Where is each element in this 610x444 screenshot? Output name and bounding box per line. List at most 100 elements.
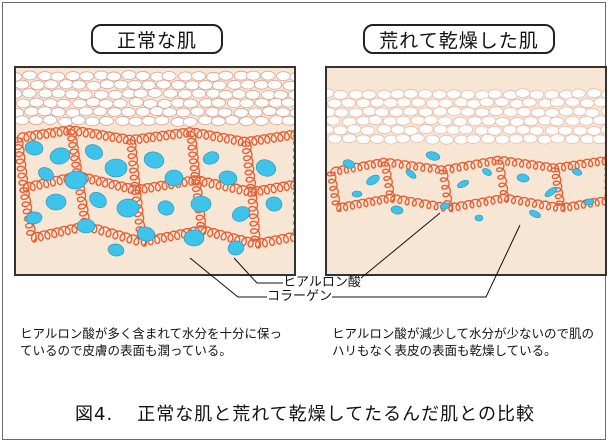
epidermis-cell bbox=[529, 125, 544, 136]
epidermis-cell bbox=[42, 98, 58, 109]
collagen-fiber bbox=[134, 175, 201, 195]
epidermis-cell bbox=[374, 107, 390, 118]
epidermis-cell bbox=[295, 81, 296, 90]
epidermis-cell bbox=[487, 125, 502, 136]
hyaluronic-acid-blob bbox=[136, 226, 156, 242]
epidermis-cell bbox=[346, 124, 362, 135]
epidermis-cell bbox=[280, 97, 294, 108]
hyaluronic-acid-blob bbox=[89, 191, 107, 209]
epidermis-cell bbox=[276, 71, 291, 82]
epidermis-cell bbox=[327, 88, 335, 99]
epidermis-cell bbox=[135, 106, 151, 117]
epidermis-cell bbox=[239, 116, 254, 127]
collagen-network bbox=[16, 125, 294, 249]
epidermis-cell bbox=[341, 133, 357, 144]
epidermis-cell bbox=[37, 71, 53, 81]
epidermis-cell bbox=[474, 125, 490, 136]
epidermis-cell bbox=[474, 107, 490, 118]
epidermis-cell bbox=[50, 71, 66, 82]
epidermis-cell bbox=[42, 115, 58, 125]
epidermis-cell bbox=[281, 115, 294, 126]
epidermis-cell bbox=[267, 79, 283, 90]
epidermis-cell bbox=[579, 98, 595, 109]
epidermis-cell bbox=[154, 115, 170, 126]
epidermis-cell bbox=[92, 106, 108, 117]
epidermis-cell bbox=[245, 89, 261, 100]
epidermis-cell bbox=[268, 97, 284, 108]
epidermis-cell bbox=[593, 97, 605, 108]
collagen-fiber bbox=[604, 159, 605, 197]
epidermis-cell bbox=[572, 125, 588, 136]
epidermis-cell bbox=[601, 90, 605, 99]
hyaluronic-acid-blob bbox=[183, 229, 205, 247]
hyaluronic-acid-blob bbox=[474, 214, 484, 222]
epidermis-cell bbox=[522, 133, 538, 144]
epidermis-cell bbox=[289, 108, 294, 118]
collagen-fiber bbox=[250, 179, 294, 197]
epidermis-cell bbox=[327, 133, 343, 144]
collagen-fiber bbox=[19, 186, 37, 243]
epidermis-cell bbox=[409, 133, 425, 143]
epidermis-cell bbox=[383, 97, 399, 108]
epidermis-cell bbox=[141, 80, 157, 90]
collagen-fiber bbox=[292, 133, 294, 181]
epidermis-cell bbox=[327, 115, 341, 126]
epidermis-cell bbox=[503, 107, 518, 117]
hyaluronic-acid-blob bbox=[405, 169, 417, 179]
epidermis-cell bbox=[516, 106, 532, 117]
epidermis-cell bbox=[515, 124, 531, 135]
epidermis-cell bbox=[362, 106, 377, 117]
epidermis-cell bbox=[211, 97, 226, 108]
epidermis-cell bbox=[558, 106, 574, 117]
collagen-fiber bbox=[327, 171, 342, 213]
epidermis-cell bbox=[453, 97, 469, 108]
epidermis-cell bbox=[190, 106, 205, 117]
epidermis-cell bbox=[423, 115, 439, 125]
hyaluronic-acid-blob bbox=[457, 179, 469, 189]
collagen-fiber bbox=[254, 231, 294, 249]
hyaluronic-acid-blob bbox=[38, 167, 54, 181]
collagen-fiber bbox=[125, 138, 141, 195]
epidermis-cell bbox=[432, 89, 447, 100]
collagen-fiber bbox=[448, 193, 510, 213]
epidermis-cell bbox=[289, 72, 294, 82]
hyaluronic-acid-blob bbox=[439, 202, 451, 210]
epidermis-cell bbox=[549, 116, 565, 127]
epidermis-cell bbox=[260, 70, 276, 81]
epidermis-cell bbox=[149, 106, 165, 116]
hyaluronic-acid-blob bbox=[25, 211, 43, 225]
epidermis-cell bbox=[56, 98, 72, 109]
epidermis-cell bbox=[78, 106, 94, 117]
dry-skin-illustration bbox=[325, 66, 607, 276]
hyaluronic-acid-blob bbox=[49, 147, 71, 165]
epidermis-cell bbox=[16, 88, 23, 99]
epidermis-cell bbox=[59, 79, 74, 90]
epidermis-cell bbox=[198, 80, 214, 90]
epidermis-cell bbox=[446, 89, 462, 100]
dry-skin-title: 荒れて乾燥した肌 bbox=[363, 24, 555, 54]
epidermis-cell bbox=[205, 106, 221, 117]
epidermis-cell bbox=[438, 98, 454, 109]
hyaluronic-acid-blob bbox=[390, 205, 404, 215]
epidermis-cell bbox=[141, 115, 157, 126]
epidermis-cell bbox=[182, 116, 198, 127]
epidermis-cell bbox=[295, 116, 296, 125]
epidermis-cell bbox=[22, 70, 37, 81]
epidermis-cell bbox=[184, 80, 200, 91]
epidermis-cell bbox=[16, 98, 31, 109]
epidermis-cell bbox=[177, 89, 193, 99]
epidermis-cell bbox=[29, 97, 44, 108]
epidermis-cell bbox=[377, 89, 393, 100]
epidermis-cell bbox=[245, 70, 261, 81]
collagen-fiber bbox=[240, 140, 257, 197]
figure-number: 図4. bbox=[75, 404, 114, 425]
epidermis-cell bbox=[437, 116, 453, 127]
epidermis-cell bbox=[38, 88, 54, 99]
epidermis-cell bbox=[479, 97, 495, 108]
hyaluronic-acid-blob bbox=[516, 173, 530, 183]
epidermis-cell bbox=[432, 106, 448, 117]
epidermis-cell bbox=[396, 97, 412, 108]
epidermis-cell bbox=[458, 124, 474, 135]
epidermis-cell bbox=[521, 97, 537, 108]
epidermis-cell bbox=[253, 116, 269, 126]
